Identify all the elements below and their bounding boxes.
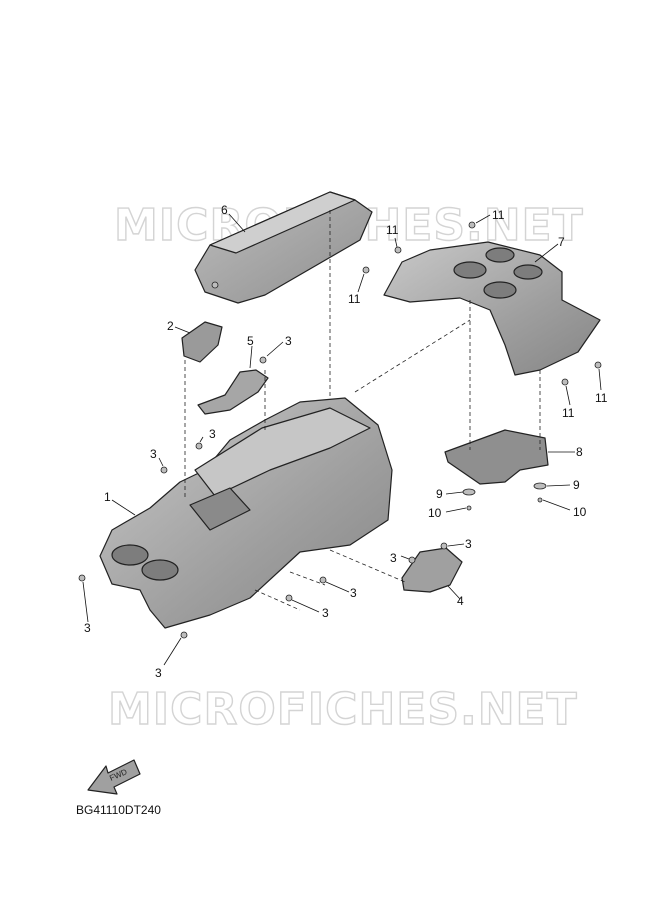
fwd-arrow-icon: FWD bbox=[87, 759, 141, 795]
callout-3g: 3 bbox=[350, 586, 357, 600]
callout-3b: 3 bbox=[209, 427, 216, 441]
callout-labels: 6 2 5 3 3 3 1 3 3 3 3 3 3 4 11 11 11 7 1… bbox=[84, 203, 608, 680]
small-cover bbox=[181, 321, 223, 363]
center-console bbox=[99, 397, 393, 629]
callout-3i: 3 bbox=[465, 537, 472, 551]
mounting-plate bbox=[444, 429, 549, 485]
callout-4: 4 bbox=[457, 594, 464, 608]
cup-holder-panel bbox=[383, 241, 601, 376]
callout-6: 6 bbox=[221, 203, 228, 217]
bracket bbox=[197, 369, 269, 415]
callout-3a: 3 bbox=[285, 334, 292, 348]
callout-3d: 3 bbox=[84, 621, 91, 635]
callout-10a: 10 bbox=[428, 506, 442, 520]
callout-2: 2 bbox=[167, 319, 174, 333]
callout-11c: 11 bbox=[348, 292, 361, 306]
callout-3c: 3 bbox=[150, 447, 157, 461]
alignment-lines bbox=[184, 210, 541, 611]
callout-3e: 3 bbox=[155, 666, 162, 680]
callout-3h: 3 bbox=[390, 551, 397, 565]
callout-11b: 11 bbox=[492, 208, 505, 222]
callout-1: 1 bbox=[104, 490, 111, 504]
callout-5: 5 bbox=[247, 334, 254, 348]
callout-11d: 11 bbox=[562, 406, 575, 420]
watermark-bottom: MICROFICHES.NET bbox=[108, 684, 578, 735]
callout-7: 7 bbox=[558, 235, 565, 249]
callout-3f: 3 bbox=[322, 606, 329, 620]
leader-lines bbox=[82, 213, 602, 666]
callout-11a: 11 bbox=[386, 223, 399, 237]
callout-10b: 10 bbox=[573, 505, 587, 519]
diagram-code: BG41110DT240 bbox=[76, 803, 161, 817]
callout-8: 8 bbox=[576, 445, 583, 459]
fasteners bbox=[78, 221, 602, 639]
armrest-lid bbox=[194, 191, 373, 304]
callout-11e: 11 bbox=[595, 391, 608, 405]
callout-9a: 9 bbox=[436, 487, 443, 501]
callout-9b: 9 bbox=[573, 478, 580, 492]
side-bracket bbox=[401, 547, 463, 593]
